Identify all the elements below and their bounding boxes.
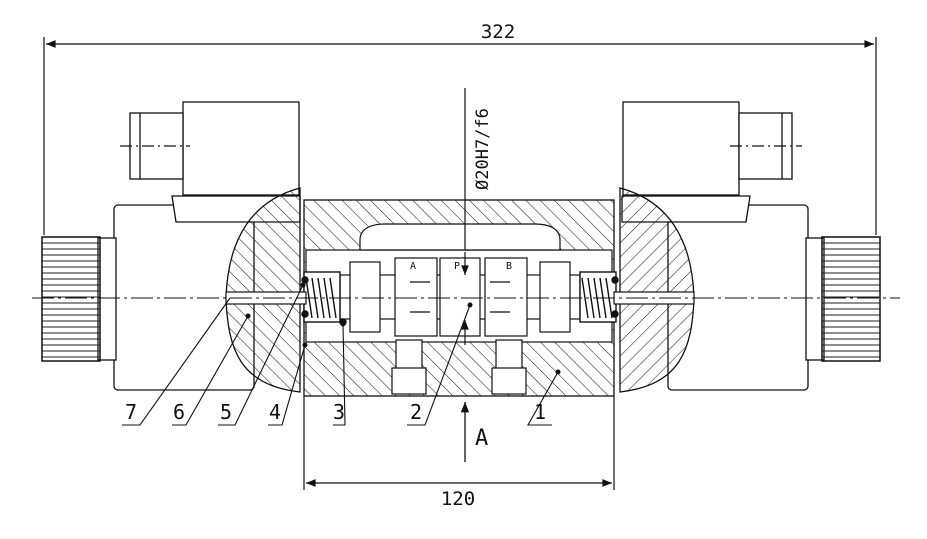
part-number-1: 1 [534, 400, 546, 424]
part-number-6: 6 [173, 400, 185, 424]
body-width-dimension [303, 396, 615, 490]
overall-width-label: 322 [481, 21, 515, 43]
left-connector [120, 101, 301, 223]
part-number-7: 7 [125, 400, 137, 424]
port-label-a: A [410, 261, 416, 272]
leader-dots [245, 282, 561, 375]
body-width-label: 120 [441, 488, 475, 510]
port-label-b: B [506, 261, 512, 272]
leader-lines [122, 284, 559, 426]
spool [339, 257, 581, 337]
part-number-3: 3 [333, 400, 345, 424]
part-number-4: 4 [269, 400, 281, 424]
right-spring [579, 271, 619, 323]
overall-dimension [43, 37, 877, 235]
view-label: A [475, 426, 488, 451]
part-number-2: 2 [410, 400, 422, 424]
bore-fit-label: Ø20H7/f6 [473, 108, 493, 190]
port-label-p: P [454, 261, 460, 272]
part-number-5: 5 [220, 400, 232, 424]
